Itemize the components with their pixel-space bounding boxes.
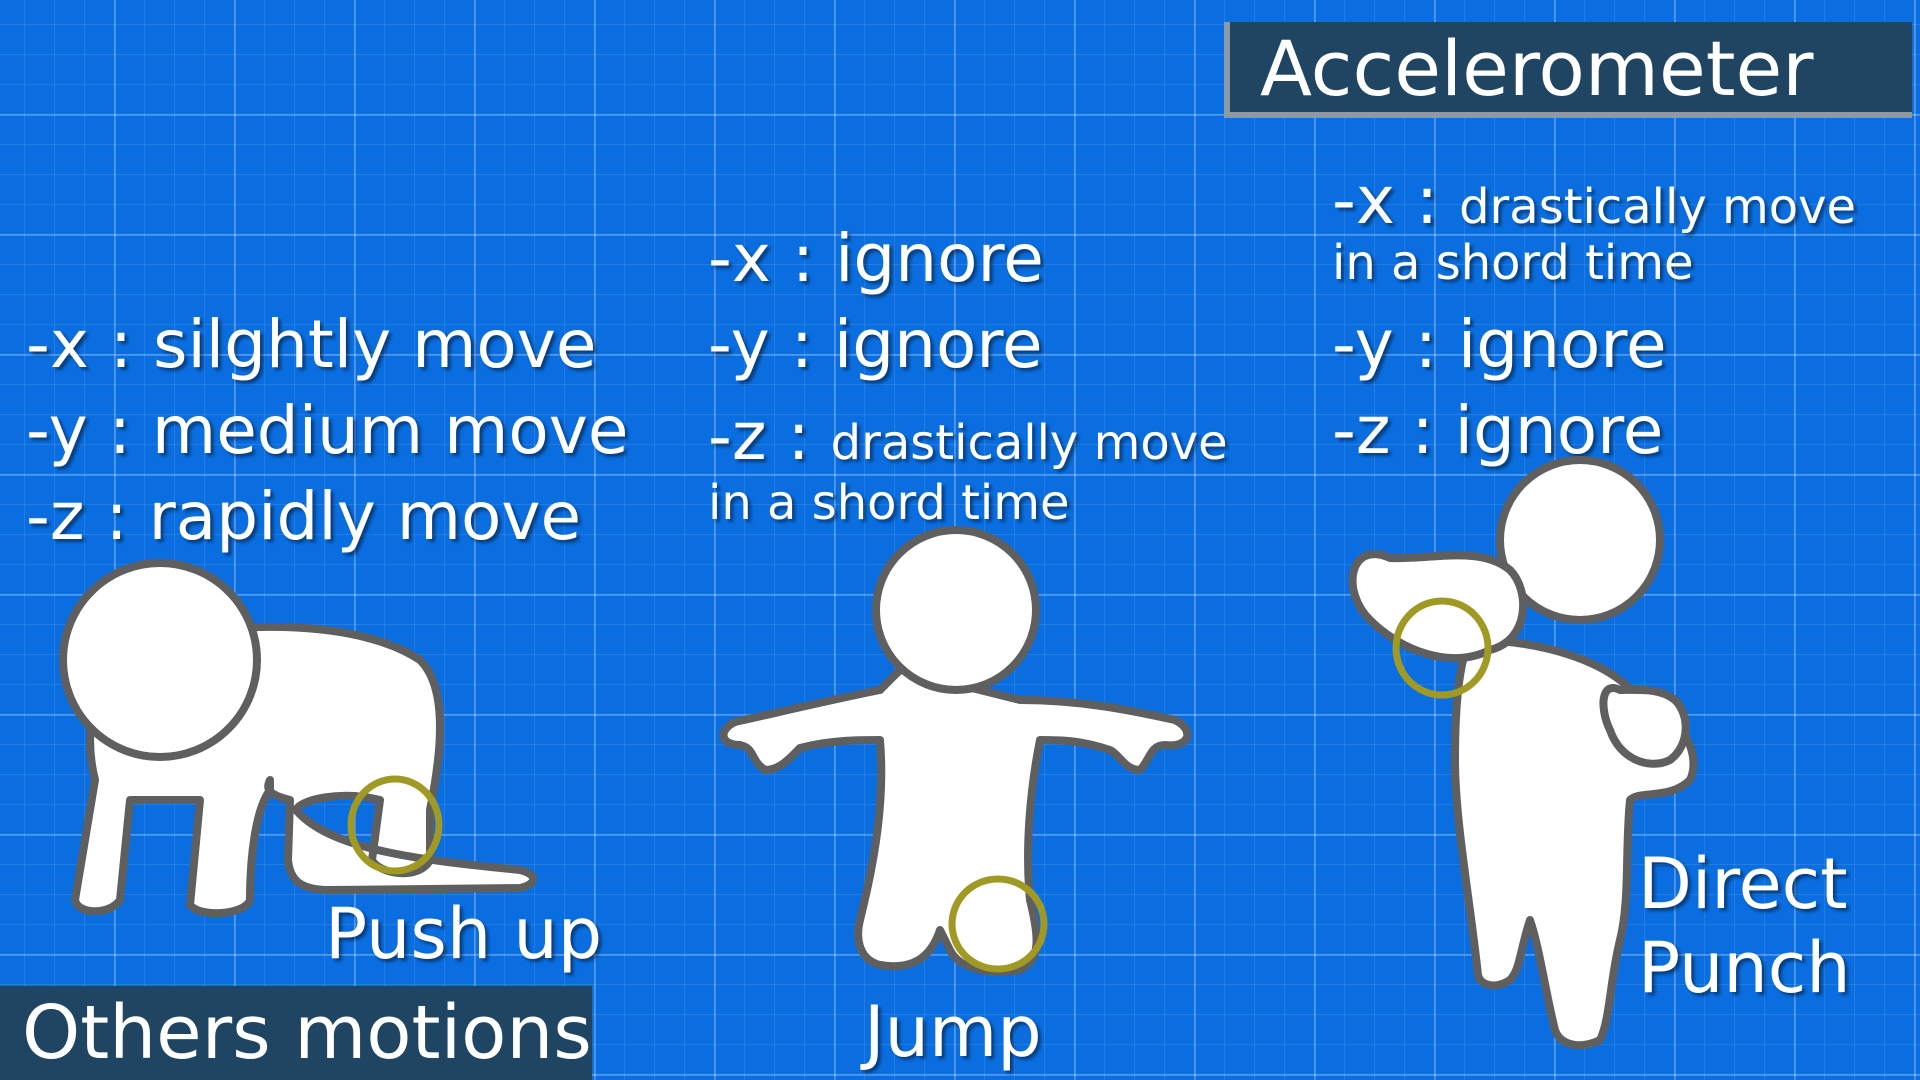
jump-z-text-1: drastically move: [830, 415, 1228, 471]
push-up-label: Push up: [325, 893, 603, 975]
punch-label-2: Punch: [1638, 927, 1851, 1009]
punch-y-line: -y : ignore: [1332, 306, 1667, 383]
push-up-y-line: -y : medium move: [26, 392, 629, 469]
punch-figure: [1348, 456, 1698, 1050]
sensor-ring-icon: [1392, 597, 1492, 699]
jump-figure: [719, 526, 1192, 976]
push-up-z-line: -z : rapidly move: [26, 478, 582, 555]
page-title: Accelerometer: [1260, 24, 1814, 113]
sensor-ring-icon: [948, 875, 1048, 973]
punch-label-1: Direct: [1638, 843, 1848, 925]
jump-x-line: -x : ignore: [708, 220, 1044, 297]
push-up-figure: [59, 559, 538, 918]
jump-z-line: -z : drastically move: [708, 394, 1228, 480]
punch-z-line: -z : ignore: [1332, 392, 1664, 469]
jump-y-line: -y : ignore: [708, 306, 1043, 383]
title-banner: Accelerometer: [1224, 22, 1912, 118]
push-up-x-line: -x : silghtly move: [26, 306, 597, 383]
sensor-ring-icon: [347, 775, 443, 875]
jump-z-prefix: -z :: [708, 398, 831, 475]
others-motions-label: Others motions: [22, 990, 592, 1076]
others-motions-banner: Others motions: [0, 986, 592, 1080]
jump-label: Jump: [864, 991, 1042, 1073]
jump-z-text-2: in a shord time: [708, 475, 1070, 531]
punch-x-line: -x : drastically move: [1332, 158, 1856, 244]
punch-x-prefix: -x :: [1332, 162, 1460, 239]
punch-x-text-1: drastically move: [1459, 179, 1857, 235]
punch-x-text-2: in a shord time: [1332, 235, 1694, 291]
